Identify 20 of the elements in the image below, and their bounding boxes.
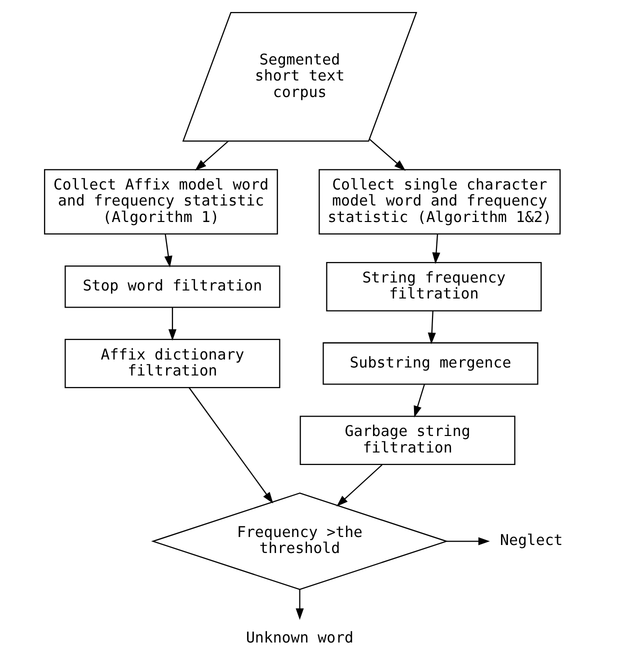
arrow xyxy=(369,138,406,171)
arrow xyxy=(168,307,176,341)
arrow xyxy=(194,140,229,171)
node-box: Stop word filtration xyxy=(64,265,280,308)
arrow xyxy=(432,234,440,264)
arrow xyxy=(164,234,172,268)
arrow xyxy=(296,589,304,620)
node-box: Collect single character model word and frequency statistic (Algorithm 1&2) xyxy=(318,169,561,234)
arrow xyxy=(428,310,436,344)
node-box: Garbage string filtration xyxy=(300,416,516,466)
arrow xyxy=(336,464,382,506)
arrow xyxy=(446,537,490,546)
arrow xyxy=(188,387,274,504)
node-box: String frequency filtration xyxy=(326,262,542,312)
node-text: Unknown word xyxy=(246,628,354,647)
node-box: Affix dictionary filtration xyxy=(64,338,280,388)
node-box: Collect Affix model word and frequency statistic (Algorithm 1) xyxy=(44,169,278,234)
node-box: Substring mergence xyxy=(322,342,538,385)
arrow xyxy=(414,384,426,418)
node-text: Neglect xyxy=(500,531,563,550)
